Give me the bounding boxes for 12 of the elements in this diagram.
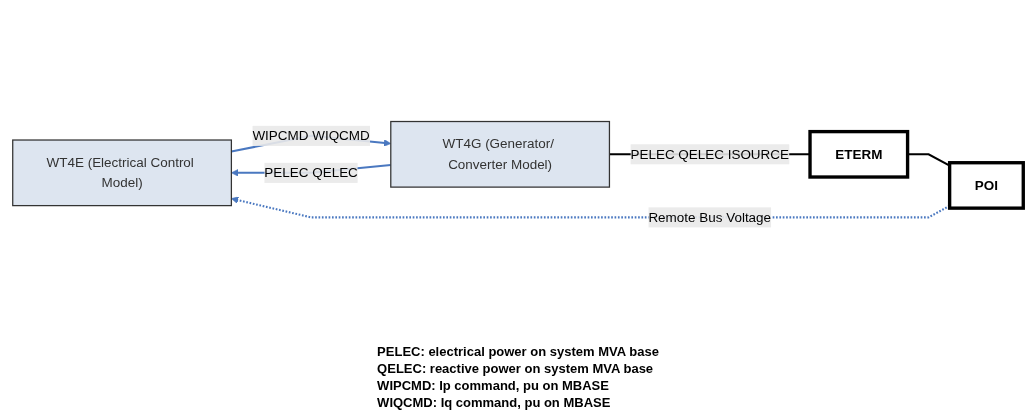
note-text: WIQCMD: Iq command, pu on MBASE — [377, 394, 612, 411]
edge-label: PELEC QELEC ISOURCE — [630, 146, 789, 162]
edge-label: Remote Bus Voltage — [648, 209, 772, 225]
node-box: ETERM — [808, 129, 910, 179]
edge-label: WIPCMD WIQCMD — [252, 128, 370, 143]
note-text: PELEC: electrical power on system MVA base — [377, 343, 659, 360]
note-text: QELEC: reactive power on system MVA base — [377, 360, 655, 377]
node-box: POI — [947, 161, 1025, 210]
node-box: WT4E (Electrical Control Model) — [12, 139, 232, 207]
edge-label: PELEC QELEC — [264, 165, 358, 180]
note-text: WIPCMD: Ip command, pu on MBASE — [377, 377, 610, 394]
node-box: WT4G (Generator/ Converter Model) — [390, 120, 611, 188]
